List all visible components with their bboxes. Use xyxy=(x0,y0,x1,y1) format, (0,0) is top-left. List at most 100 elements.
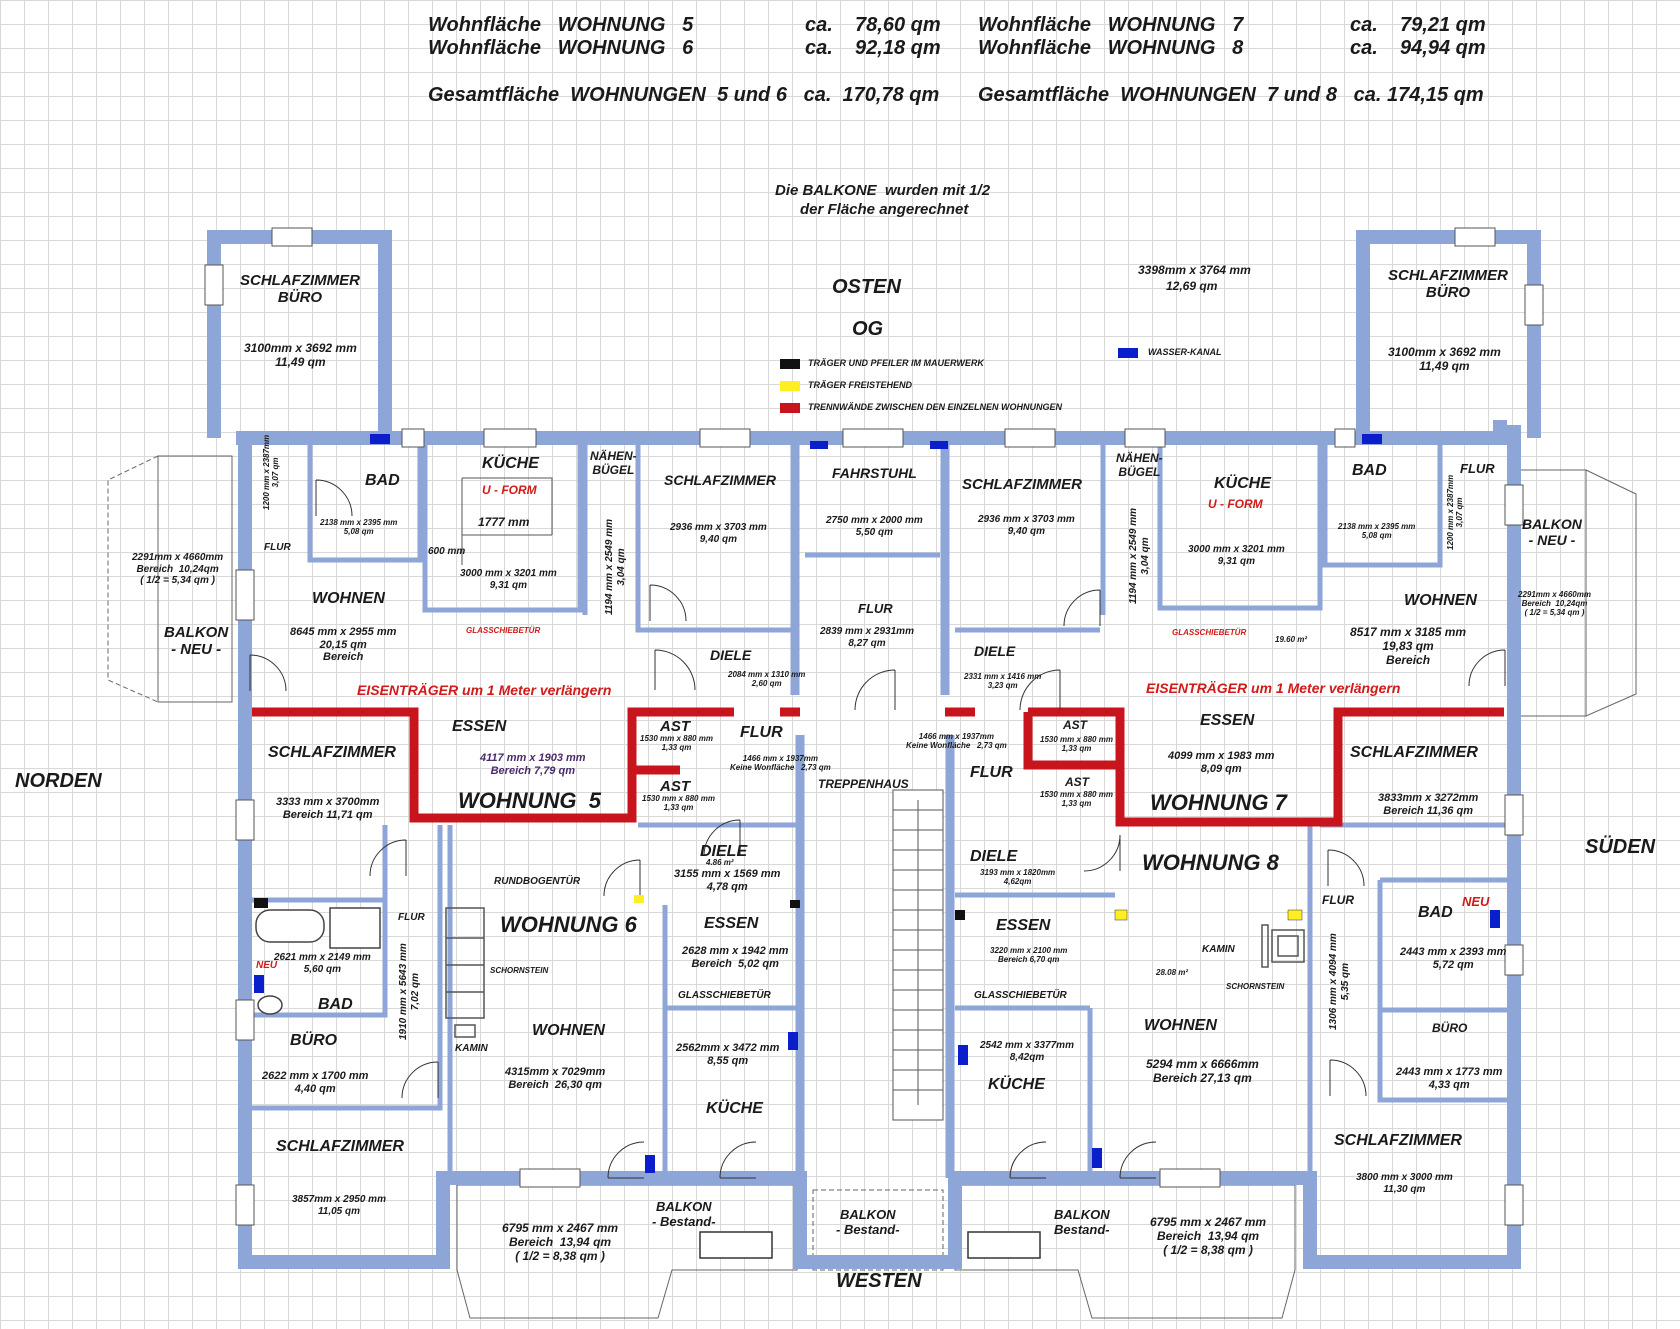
room-kueche-w-dim: 3000 mm x 3201 mm 9,31 qm xyxy=(460,568,557,591)
room-fahrstuhl-dim: 2750 mm x 2000 mm 5,50 qm xyxy=(826,515,923,538)
room-fahrstuhl-name: FAHRSTUHL xyxy=(832,465,917,481)
room-diele-w6-dim: 3155 mm x 1569 mm 4,78 qm xyxy=(674,868,781,893)
bath-fixtures xyxy=(255,907,381,1015)
room-balkon-w-sw-dim: 6795 mm x 2467 mm Bereich 13,94 qm ( 1/2… xyxy=(502,1221,619,1263)
room-ast-3-dim: 1530 mm x 880 mm 1,33 qm xyxy=(1040,735,1113,754)
room-diele-w6-extra: 4.86 m² xyxy=(706,858,734,867)
room-treppenhaus: TREPPENHAUS xyxy=(818,777,909,791)
room-flur-c2-name: FLUR xyxy=(970,764,1013,781)
room-essen-w8-dim: 3220 mm x 2100 mm Bereich 6,70 qm xyxy=(990,946,1068,965)
summary-w5-area: ca. 78,60 qm xyxy=(805,14,941,36)
door-swing xyxy=(854,669,896,711)
rundbogen-label: RUNDBOGENTÜR xyxy=(494,876,581,887)
door-swing xyxy=(654,649,696,691)
room-ne-schlaf-dim: 3100mm x 3692 mm 11,49 qm xyxy=(1388,345,1501,373)
room-wohnen-w7-name: WOHNEN xyxy=(1404,592,1477,609)
water-marker xyxy=(370,434,390,444)
window xyxy=(271,227,313,247)
room-bad-w-name: BAD xyxy=(365,472,400,489)
room-kueche-w6-dim: 2562mm x 3472 mm 8,55 qm xyxy=(676,1042,780,1067)
note-line1: Die BALKONE wurden mit 1/2 xyxy=(775,182,991,199)
compass-sueden: SÜDEN xyxy=(1585,836,1656,858)
legend-black-label: TRÄGER UND PFEILER IM MAUERWERK xyxy=(808,358,984,368)
room-balkon-w-se-name: BALKON Bestand- xyxy=(1054,1207,1110,1237)
room-bad-w6-name: BAD xyxy=(318,996,353,1013)
room-flur-w8-dim: 1306 mm x 4094 mm 5,35 qm xyxy=(1328,933,1351,1030)
room-flur-w-name: FLUR xyxy=(264,542,291,553)
room-schlaf-w7-dim: 3833mm x 3272mm Bereich 11,36 qm xyxy=(1378,792,1479,817)
eisentraeger-e: EISENTRÄGER um 1 Meter verlängern xyxy=(1146,680,1401,696)
door-swing xyxy=(603,859,641,897)
room-flur-mid-name: FLUR xyxy=(858,601,893,616)
room-kueche-w-form: U - FORM xyxy=(482,483,537,497)
windows xyxy=(204,227,1544,1226)
room-diele-w7-dim: 2331 mm x 1416 mm 3,23 qm xyxy=(964,672,1042,691)
door-swing xyxy=(1119,1141,1157,1179)
room-balkon-nw-dim: 2291mm x 4660mm Bereich 10,24qm ( 1/2 = … xyxy=(132,552,224,586)
door-swing xyxy=(607,1141,645,1179)
door-swing xyxy=(369,839,407,877)
water-marker xyxy=(930,441,948,449)
window xyxy=(401,428,425,448)
wall-w6-bad-buero xyxy=(252,825,388,1018)
room-schlaf-w8-name: SCHLAFZIMMER xyxy=(1334,1132,1462,1149)
water-marker xyxy=(1092,1148,1102,1168)
room-balkon-mid-name: BALKON - Bestand- xyxy=(836,1207,900,1237)
room-wohnen-w6-dim: 4315mm x 7029mm Bereich 26,30 qm xyxy=(505,1066,606,1091)
chimney-w6 xyxy=(445,907,485,1038)
window xyxy=(1504,484,1524,526)
outer-wall-nw-tower xyxy=(207,230,392,438)
unit-w8-label: WOHNUNG 8 xyxy=(1142,850,1279,875)
inner-walls xyxy=(252,445,1510,1178)
legend-swatch-black xyxy=(780,359,800,369)
window xyxy=(842,428,904,448)
room-wohnen-w8-dim: 5294 mm x 6666mm Bereich 27,13 qm xyxy=(1146,1057,1259,1085)
unit-w6-label: WOHNUNG 6 xyxy=(500,912,637,937)
kamin-w8-label: KAMIN xyxy=(1202,944,1235,955)
window xyxy=(1524,284,1544,326)
window xyxy=(1334,428,1356,448)
summary-w6-area: ca. 92,18 qm xyxy=(805,37,941,59)
doors xyxy=(249,479,1506,1179)
room-wohnen-w7-dim: 8517 mm x 3185 mm 19,83 qm Bereich xyxy=(1350,625,1467,667)
room-diele-w6-name: DIELE xyxy=(700,843,748,860)
outer-wall-ne-tower xyxy=(1356,230,1541,438)
window xyxy=(1504,794,1524,836)
room-bad-w6-neu: NEU xyxy=(256,960,278,971)
top-right-dim-1: 3398mm x 3764 mm xyxy=(1138,263,1251,277)
shower-icon xyxy=(329,907,381,949)
room-ast-1-name: AST xyxy=(660,718,690,735)
room-essen-w6-dim: 2628 mm x 1942 mm Bereich 5,02 qm xyxy=(682,945,789,970)
wall-kueche-w xyxy=(422,445,583,613)
door-swing xyxy=(719,1141,757,1179)
legend-swatch-blue xyxy=(1118,348,1138,358)
summary-total-56: Gesamtfläche WOHNUNGEN 5 und 6 ca. 170,7… xyxy=(428,84,940,106)
window xyxy=(235,1184,255,1226)
room-kueche-e-dim: 3000 mm x 3201 mm 9,31 qm xyxy=(1188,544,1285,567)
legend-swatches xyxy=(780,348,1138,413)
room-essen-w5-dim: 4117 mm x 1903 mm Bereich 7,79 qm xyxy=(480,752,586,777)
room-kueche-w8-dim: 2542 mm x 3377mm 8,42qm xyxy=(980,1040,1074,1063)
window xyxy=(1159,1168,1221,1188)
summary-w7-label: Wohnfläche WOHNUNG 7 xyxy=(978,14,1244,36)
room-wohnen-w5-name: WOHNEN xyxy=(312,590,385,607)
water-marker xyxy=(788,1032,798,1050)
room-buero-w6-name: BÜRO xyxy=(290,1032,338,1049)
water-marker xyxy=(1362,434,1382,444)
beam-yellow xyxy=(1114,909,1128,921)
beam-yellow xyxy=(634,895,644,903)
room-essen-w7-name: ESSEN xyxy=(1200,712,1255,729)
room-ast-4-dim: 1530 mm x 880 mm 1,33 qm xyxy=(1040,790,1113,809)
kamin-icon xyxy=(454,1024,476,1038)
room-flur-c2-dim: 1466 mm x 1937mm Keine Wonfläche 2,73 qm xyxy=(906,732,1007,751)
wall-kueche-e xyxy=(1157,445,1323,611)
door-swing xyxy=(1327,849,1365,887)
room-ast-4-name: AST xyxy=(1065,775,1089,789)
kamin-stand xyxy=(1261,924,1269,968)
window xyxy=(235,799,255,841)
room-wohnen-w5-dim: 8645 mm x 2955 mm 20,15 qm Bereich xyxy=(290,626,397,664)
room-schlaf-w6-name: SCHLAFZIMMER xyxy=(276,1138,404,1155)
water-marker xyxy=(810,441,828,449)
partition-w7 xyxy=(1028,707,1504,827)
